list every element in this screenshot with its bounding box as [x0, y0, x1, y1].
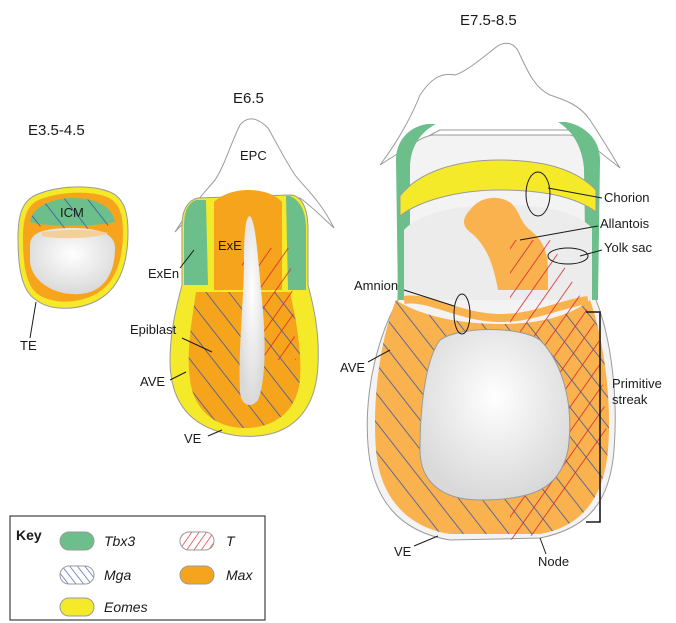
- label-node: Node: [538, 554, 569, 569]
- key-label-mga: Mga: [104, 567, 131, 583]
- key-swatch-t: [180, 532, 214, 550]
- te-leader-line: [30, 302, 36, 338]
- key-item-eomes: Eomes: [60, 598, 148, 616]
- label-yolk-sac: Yolk sac: [604, 240, 652, 255]
- label-ave-early: AVE: [140, 374, 165, 389]
- stage-label-e35: E3.5-4.5: [28, 122, 85, 139]
- key-swatch-max: [180, 566, 214, 584]
- key-swatch-eomes: [60, 598, 94, 616]
- key-label-tbx3: Tbx3: [104, 533, 135, 549]
- label-te: TE: [20, 338, 37, 353]
- stage-label-e65: E6.5: [233, 90, 264, 107]
- key-legend: Key Tbx3 Mga Eomes T Max: [10, 516, 265, 620]
- label-primitive-streak-1: Primitive: [612, 376, 662, 391]
- label-allantois: Allantois: [600, 216, 650, 231]
- node-leader-line: [540, 538, 546, 554]
- label-ve-late: VE: [394, 544, 412, 559]
- label-ave-late: AVE: [340, 360, 365, 375]
- key-label-t: T: [226, 533, 236, 549]
- label-epc: EPC: [240, 148, 267, 163]
- key-title: Key: [16, 527, 42, 543]
- label-chorion: Chorion: [604, 190, 650, 205]
- key-item-t: T: [180, 532, 236, 550]
- label-exe: ExE: [218, 238, 242, 253]
- label-ve-early: VE: [184, 431, 202, 446]
- stage-label-e75: E7.5-8.5: [460, 12, 517, 29]
- label-amnion: Amnion: [354, 278, 398, 293]
- label-exen: ExEn: [148, 266, 179, 281]
- egg-cylinder-embryo: E6.5 EPC ExE ExEn Epiblast AVE VE: [130, 90, 334, 446]
- label-icm: ICM: [60, 205, 84, 220]
- label-epiblast: Epiblast: [130, 322, 177, 337]
- ve-late-leader-line: [414, 536, 438, 546]
- exen-tbx3-left: [184, 200, 208, 285]
- key-label-max: Max: [226, 567, 253, 583]
- label-primitive-streak-2: streak: [612, 392, 648, 407]
- key-swatch-mga: [60, 566, 94, 584]
- gastrula-embryo: E7.5-8.5 Chorion Allantois Yolk sac Amni…: [340, 12, 662, 569]
- blastocyst-embryo: E3.5-4.5 ICM TE: [18, 122, 128, 353]
- amniotic-cavity: [420, 330, 570, 501]
- key-label-eomes: Eomes: [104, 599, 148, 615]
- key-swatch-tbx3: [60, 532, 94, 550]
